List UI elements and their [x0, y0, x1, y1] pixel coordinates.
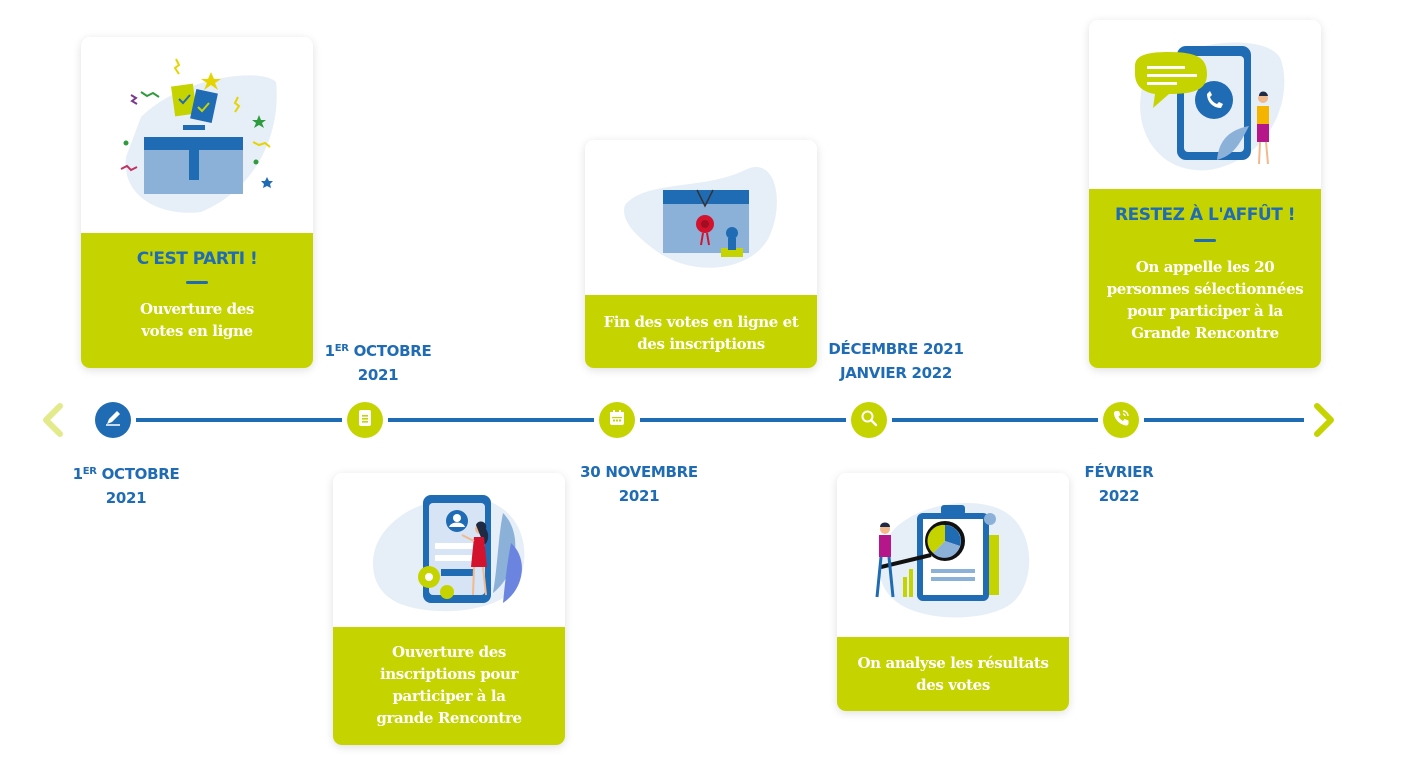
ballot-box-illustration [81, 37, 313, 233]
timeline-card-5: Restez à l'affût ! On appelle les 20 per… [1089, 20, 1321, 368]
date-line2: JANVIER 2022 [839, 364, 953, 382]
title-underline [186, 281, 208, 284]
date-sup: ER [334, 343, 349, 354]
date-label-2: 1ER OCTOBRE 2021 [323, 337, 433, 387]
date-line2: 2021 [105, 489, 147, 507]
phone-call-illustration [1089, 20, 1321, 189]
date-label-3: 30 NOVEMBRE 2021 [574, 460, 704, 508]
card-band: Ouverture des inscriptions pour particip… [333, 627, 565, 745]
next-arrow-icon[interactable] [1311, 402, 1337, 443]
date-label-5: FÉVRIER 2022 [1079, 460, 1159, 508]
card-title: Restez à l'affût ! [1115, 205, 1295, 225]
card-text: On analyse les résultats des votes [857, 654, 1049, 694]
sealed-box-illustration [585, 140, 817, 295]
card-text: Ouverture des inscriptions pour particip… [376, 643, 522, 727]
timeline-node-2[interactable] [347, 402, 383, 438]
card-text: On appelle les 20 personnes sélectionnée… [1106, 258, 1304, 342]
search-icon [860, 409, 878, 432]
previous-arrow-icon[interactable] [40, 402, 66, 443]
timeline-node-5[interactable] [1103, 402, 1139, 438]
calendar-icon [608, 409, 626, 432]
card-band: On analyse les résultats des votes [837, 637, 1069, 711]
date-line1: DÉCEMBRE 2021 [828, 340, 964, 358]
date-label-4: DÉCEMBRE 2021 JANVIER 2022 [826, 337, 966, 385]
analysis-illustration [837, 473, 1069, 637]
title-underline [1194, 239, 1216, 242]
date-line1-post: OCTOBRE [96, 465, 180, 483]
date-line1: FÉVRIER [1084, 463, 1154, 481]
date-line1-post: OCTOBRE [348, 342, 432, 360]
timeline-segment [136, 418, 342, 422]
timeline-node-1[interactable] [95, 402, 131, 438]
date-line2: 2021 [357, 366, 399, 384]
timeline-card-4: On analyse les résultats des votes [837, 473, 1069, 711]
timeline-card-2: Ouverture des inscriptions pour particip… [333, 473, 565, 745]
card-band: Restez à l'affût ! On appelle les 20 per… [1089, 189, 1321, 368]
date-line1: 30 NOVEMBRE [580, 463, 698, 481]
timeline-segment [892, 418, 1098, 422]
timeline-card-3: Fin des votes en ligne et des inscriptio… [585, 140, 817, 368]
timeline-node-4[interactable] [851, 402, 887, 438]
pencil-icon [104, 409, 122, 432]
card-text: Ouverture des votes en ligne [140, 300, 254, 340]
timeline-segment [1144, 418, 1304, 422]
card-band: Fin des votes en ligne et des inscriptio… [585, 295, 817, 368]
document-icon [357, 409, 373, 432]
timeline-card-1: C'est parti ! Ouverture des votes en lig… [81, 37, 313, 368]
date-line2: 2022 [1098, 487, 1140, 505]
date-line1: 1 [72, 465, 83, 483]
date-sup: ER [82, 466, 97, 477]
phone-icon [1112, 409, 1130, 432]
card-text: Fin des votes en ligne et des inscriptio… [603, 313, 799, 353]
card-band: C'est parti ! Ouverture des votes en lig… [81, 233, 313, 368]
timeline-segment [640, 418, 846, 422]
registration-illustration [333, 473, 565, 627]
timeline-segment [388, 418, 594, 422]
timeline-node-3[interactable] [599, 402, 635, 438]
date-line1: 1 [324, 342, 335, 360]
date-label-1: 1ER OCTOBRE 2021 [71, 460, 181, 510]
date-line2: 2021 [618, 487, 660, 505]
card-title: C'est parti ! [136, 249, 258, 269]
